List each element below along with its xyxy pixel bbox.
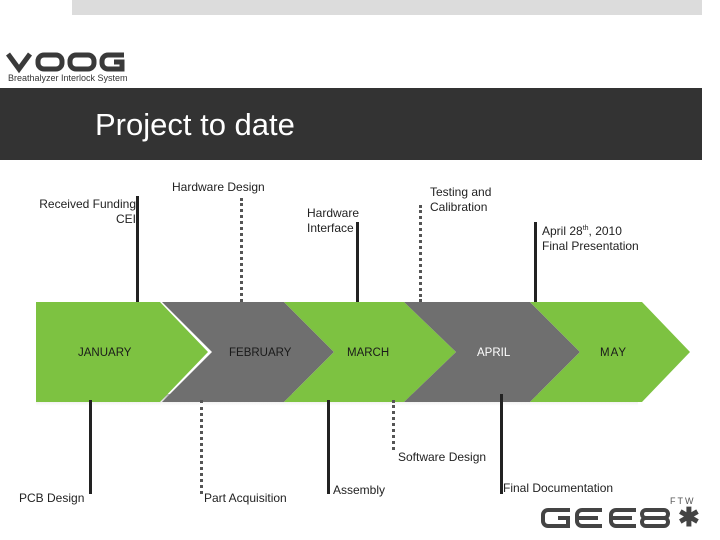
month-january: JANUARY — [78, 347, 132, 359]
chevron-april — [404, 302, 580, 402]
logo-subtitle: Breathalyzer Interlock System — [8, 73, 128, 83]
testing-calibration-marker — [419, 205, 422, 302]
hardware-design-label: Hardware Design — [172, 180, 265, 194]
testing-line1: Testing and — [430, 185, 492, 199]
final-presentation-date: April 28 — [542, 224, 583, 238]
gee8-small-text: FTW — [670, 496, 696, 506]
timeline-chevrons — [36, 302, 690, 406]
asterisk-icon: ✱ — [678, 502, 700, 532]
software-design-label: Software Design — [398, 450, 487, 464]
gee8-logo: FTW ✱ — [541, 496, 700, 532]
received-funding-line2: CEI — [115, 212, 136, 226]
month-february: FEBRUARY — [229, 347, 292, 359]
chevron-january — [36, 302, 208, 402]
chevron-may — [530, 302, 690, 402]
pcb-design-marker — [89, 400, 92, 494]
hardware-interface-line2: Interface — [307, 221, 354, 235]
hardware-interface-marker — [356, 222, 359, 302]
testing-line2: Calibration — [430, 200, 488, 214]
page-title: Project to date — [95, 107, 295, 142]
part-acquisition-marker — [200, 400, 203, 494]
chevron-february — [162, 302, 334, 402]
final-presentation-label: April 28th, 2010 Final Presentation — [542, 221, 639, 254]
hardware-interface-label: Hardware Interface — [307, 206, 359, 236]
software-design-marker — [392, 400, 395, 450]
hardware-design-marker — [240, 198, 243, 302]
assembly-label: Assembly — [333, 483, 386, 497]
final-presentation-marker — [534, 222, 537, 302]
top-bar — [72, 0, 702, 15]
final-documentation-label: Final Documentation — [503, 481, 614, 495]
received-funding-label: Received Funding CEI — [30, 197, 136, 227]
assembly-marker — [327, 400, 330, 494]
month-march: MARCH — [347, 347, 390, 359]
voog-logo — [6, 52, 125, 74]
final-presentation-year: , 2010 — [588, 224, 622, 238]
part-acquisition-label: Part Acquisition — [204, 491, 287, 505]
chevron-march — [284, 302, 456, 402]
final-presentation-line2: Final Presentation — [542, 239, 639, 253]
received-funding-line1: Received Funding — [39, 197, 136, 211]
final-presentation-sup: th — [582, 225, 589, 232]
month-april: APRIL — [477, 347, 511, 359]
title-band — [0, 88, 702, 160]
received-funding-marker — [136, 196, 139, 302]
month-may: MAY — [600, 347, 628, 359]
testing-calibration-label: Testing and Calibration — [430, 185, 491, 215]
pcb-design-label: PCB Design — [19, 491, 85, 505]
hardware-interface-line1: Hardware — [307, 206, 360, 220]
final-documentation-marker — [500, 394, 503, 494]
